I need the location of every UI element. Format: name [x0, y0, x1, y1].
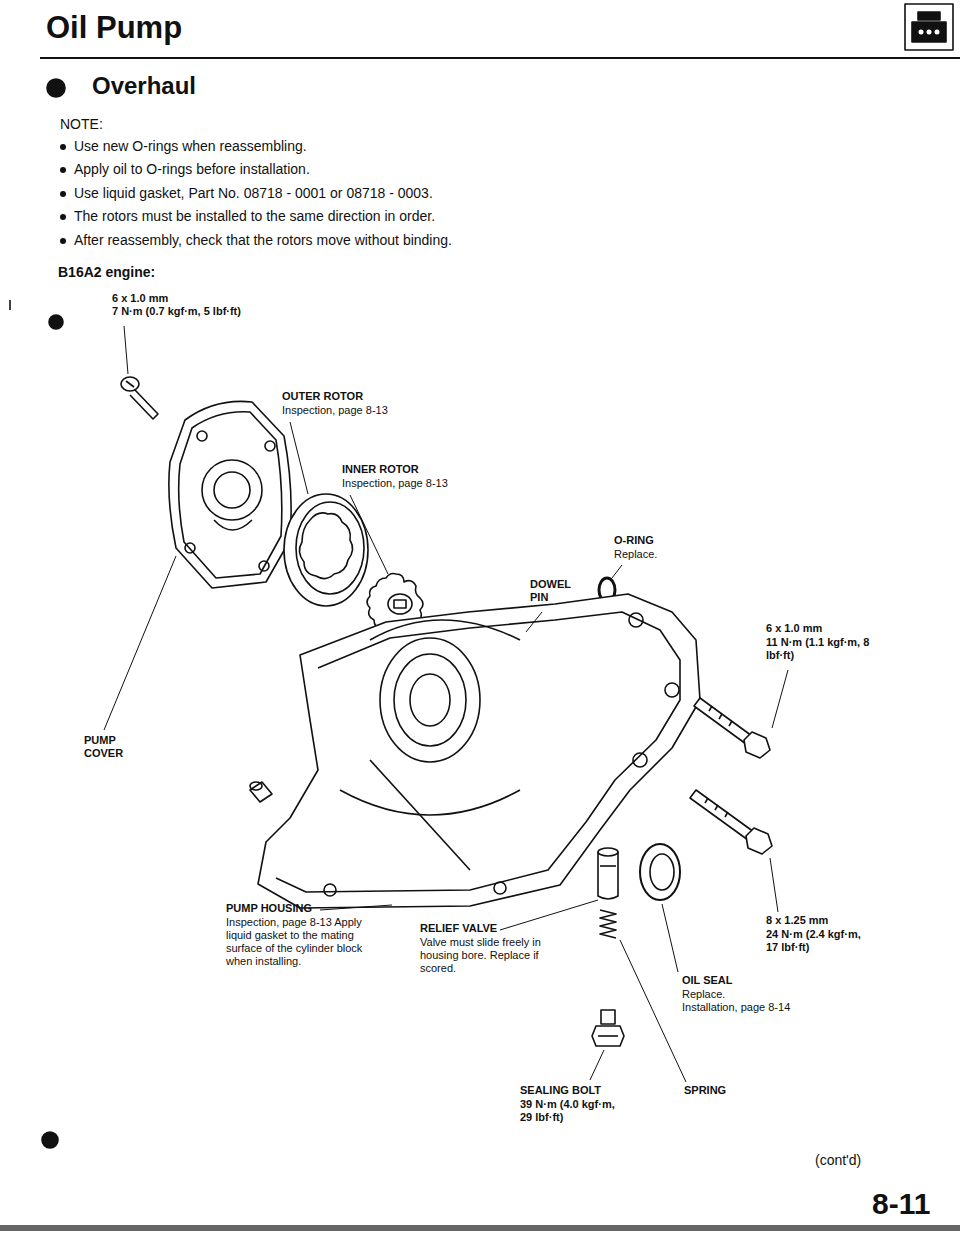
engine-icon	[905, 4, 953, 50]
part-note: Inspection, page 8-13	[342, 477, 502, 490]
engine-label: B16A2 engine:	[58, 264, 258, 281]
note: Apply oil to O-rings before installation…	[74, 161, 774, 178]
pump-housing	[258, 594, 700, 908]
section-dot	[47, 79, 65, 97]
sealing-bolt	[592, 1010, 624, 1046]
part-note: Replace.	[682, 988, 782, 1001]
part-note: Installation, page 8-14	[682, 1001, 842, 1014]
section-heading: Overhaul	[92, 72, 392, 100]
torque-spec: 39 N·m (4.0 kgf·m, 29 lbf·ft)	[520, 1098, 630, 1124]
dowel-pin	[250, 782, 272, 802]
note: The rotors must be installed to the same…	[74, 208, 774, 225]
torque-spec: 24 N·m (2.4 kgf·m, 17 lbf·ft)	[766, 928, 876, 954]
oil-seal	[640, 844, 680, 900]
torque-spec: 7 N·m (0.7 kgf·m, 5 lbf·ft)	[112, 305, 312, 318]
page-number: 8-11	[872, 1186, 952, 1221]
part-name: SEALING BOLT	[520, 1084, 640, 1097]
footer-rule	[0, 1225, 960, 1231]
note: Use liquid gasket, Part No. 08718 - 0001…	[74, 185, 774, 202]
part-note: Inspection, page 8-13	[282, 404, 442, 417]
bullet	[60, 167, 66, 173]
relief-valve	[598, 848, 618, 899]
part-name: DOWEL PIN	[530, 578, 576, 604]
note-heading: NOTE:	[60, 116, 160, 133]
binding-mark	[42, 1132, 58, 1148]
torque-spec: 11 N·m (1.1 kgf·m, 8 lbf·ft)	[766, 636, 876, 662]
bullet	[60, 191, 66, 197]
part-name: PUMP COVER	[84, 734, 134, 760]
bolt-size: 8 x 1.25 mm	[766, 914, 886, 927]
part-note: Replace.	[614, 548, 694, 561]
leader-lines	[104, 326, 788, 1082]
page-mark	[9, 300, 11, 310]
part-name: INNER ROTOR	[342, 463, 482, 476]
bullet	[60, 238, 66, 244]
part-name: OUTER ROTOR	[282, 390, 422, 403]
note: After reassembly, check that the rotors …	[74, 232, 774, 249]
housing-bolt	[694, 698, 770, 758]
part-name: RELIEF VALVE	[420, 922, 530, 935]
part-name: PUMP HOUSING	[226, 902, 336, 915]
bullet	[60, 214, 66, 220]
cover-screw	[121, 377, 158, 419]
housing-bolt	[690, 790, 772, 854]
continued-note: (cont'd)	[815, 1152, 915, 1169]
pump-cover	[169, 401, 291, 588]
page-title: Oil Pump	[46, 10, 182, 47]
part-note: Valve must slide freely in housing bore.…	[420, 936, 560, 975]
part-note: Inspection, page 8-13 Apply liquid gaske…	[226, 916, 386, 968]
part-name: SPRING	[684, 1084, 764, 1097]
spring	[600, 910, 616, 938]
part-name: OIL SEAL	[682, 974, 782, 987]
header-rule	[40, 57, 960, 59]
binding-mark	[49, 315, 63, 329]
bolt-size: 6 x 1.0 mm	[766, 622, 886, 635]
outer-rotor	[284, 494, 368, 606]
bolt-size: 6 x 1.0 mm	[112, 292, 232, 305]
note: Use new O-rings when reassembling.	[74, 138, 774, 155]
part-name: O-RING	[614, 534, 694, 547]
bullet	[60, 144, 66, 150]
